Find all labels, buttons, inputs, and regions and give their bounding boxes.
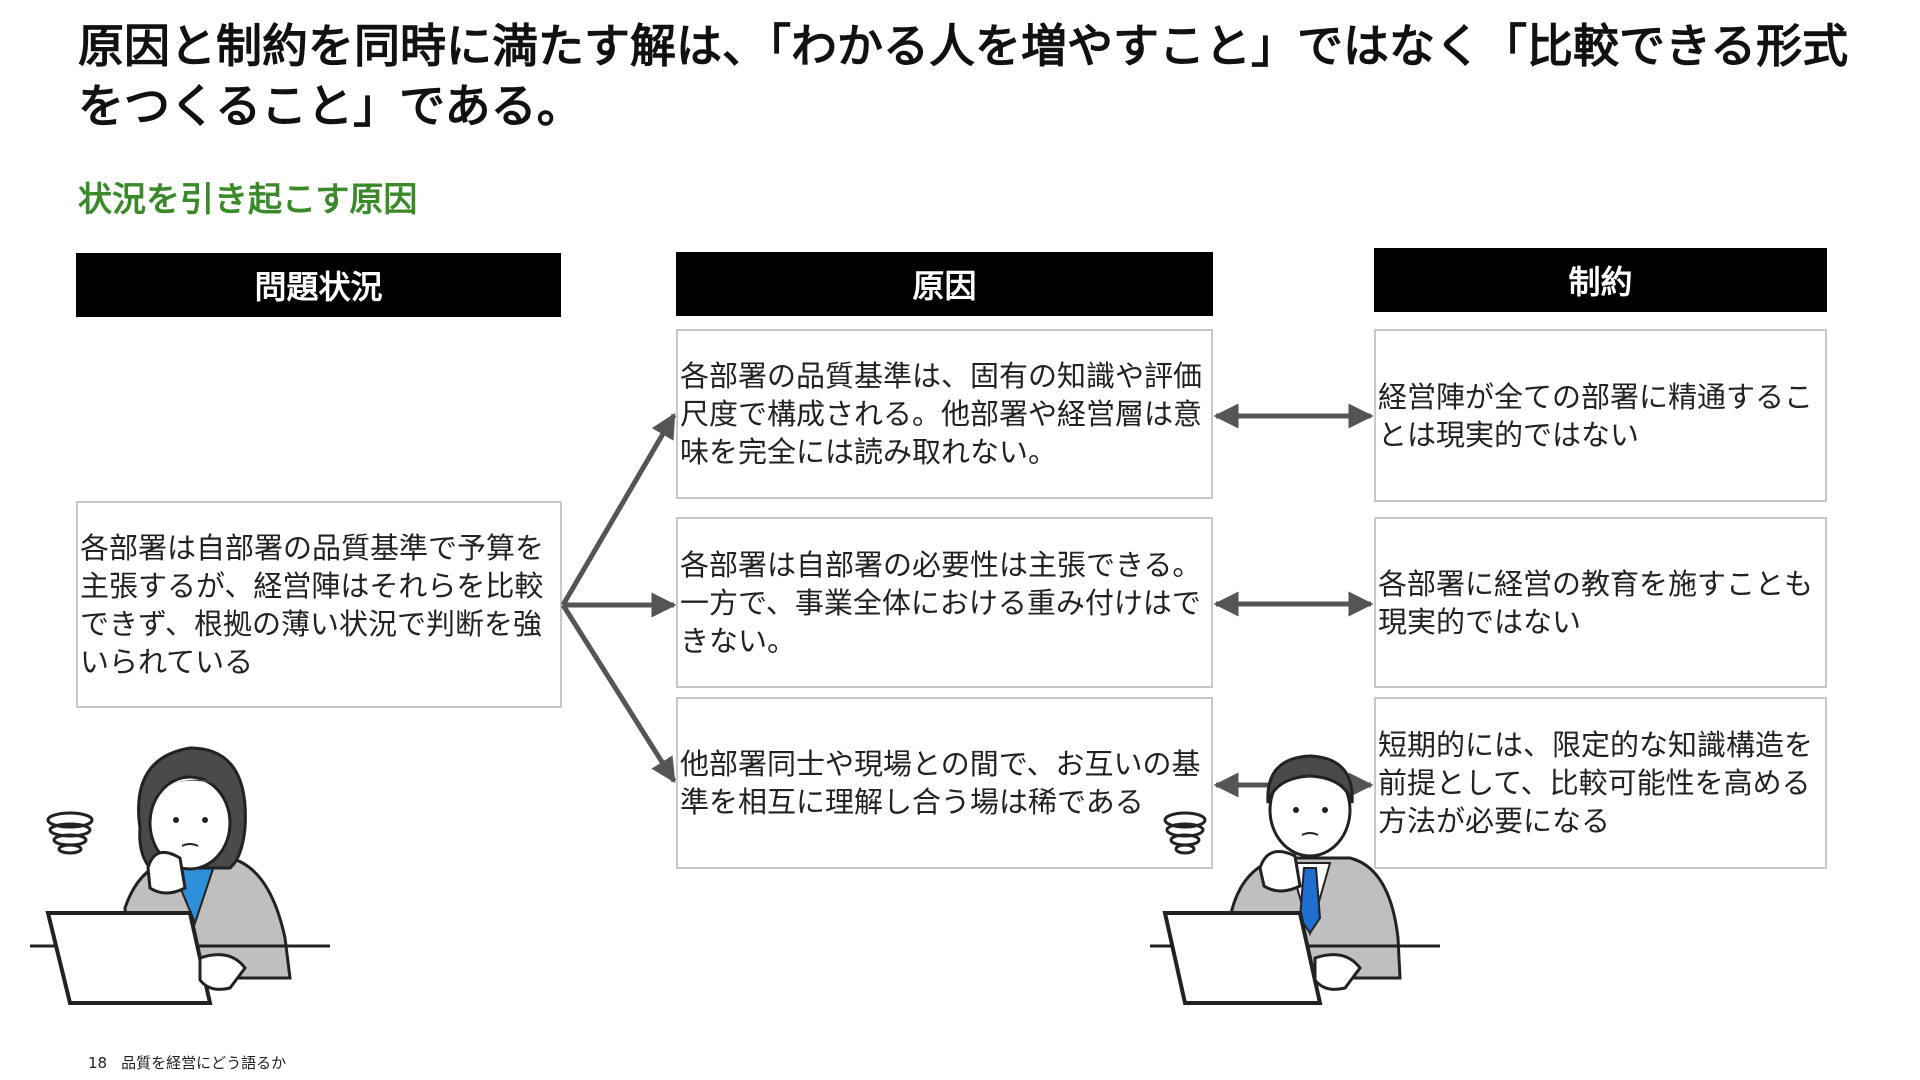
confusion-swirl-icon	[46, 811, 94, 855]
cause-text-2: 各部署は自部署の必要性は主張できる。一方で、事業全体における重み付けはできない。	[680, 547, 1202, 658]
constraint-text-3: 短期的には、限定的な知識構造を前提として、比較可能性を高める方法が必要になる	[1378, 728, 1814, 838]
problem-text: 各部署は自部署の品質基準で予算を主張するが、経営陣はそれらを比較できず、根拠の薄…	[80, 530, 545, 679]
constraint-text-2: 各部署に経営の教育を施すことも現実的ではない	[1378, 566, 1814, 639]
problem-column-header: 問題状況	[76, 253, 561, 317]
arrow-problem-to-cause-3	[560, 603, 677, 784]
cause-box-1: 各部署の品質基準は、固有の知識や評価尺度で構成される。他部署や経営層は意味を完全…	[676, 329, 1213, 499]
man-thinking-illustration	[1150, 754, 1440, 1005]
cause-column-header: 原因	[676, 252, 1213, 316]
constraint-column-header: 制約	[1374, 248, 1827, 312]
constraint-box-2: 各部署に経営の教育を施すことも現実的ではない	[1374, 517, 1827, 688]
constraint-box-1: 経営陣が全ての部署に精通することは現実的ではない	[1374, 329, 1827, 502]
constraint-box-3: 短期的には、限定的な知識構造を前提として、比較可能性を高める方法が必要になる	[1374, 697, 1827, 869]
page-title: 原因と制約を同時に満たす解は、「わかる人を増やすこと」ではなく「比較できる形式を…	[78, 19, 1849, 133]
footer-document-title: 品質を経営にどう語るか	[121, 1054, 287, 1072]
cause-text-3: 他部署同士や現場との間で、お互いの基準を相互に理解し合う場は稀である	[680, 747, 1201, 819]
section-subtitle: 状況を引き起こす原因	[78, 180, 418, 220]
cause-box-2: 各部署は自部署の必要性は主張できる。一方で、事業全体における重み付けはできない。	[676, 517, 1213, 688]
arrow-problem-to-cause-1	[560, 412, 677, 607]
constraint-text-1: 経営陣が全ての部署に精通することは現実的ではない	[1378, 379, 1814, 452]
confusion-swirl-icon	[1163, 811, 1207, 855]
problem-box: 各部署は自部署の品質基準で予算を主張するが、経営陣はそれらを比較できず、根拠の薄…	[76, 501, 562, 708]
cause-box-3: 他部署同士や現場との間で、お互いの基準を相互に理解し合う場は稀である	[676, 697, 1213, 869]
footer: 18 品質を経営にどう語るか	[88, 1052, 286, 1073]
cause-text-1: 各部署の品質基準は、固有の知識や評価尺度で構成される。他部署や経営層は意味を完全…	[680, 359, 1203, 469]
woman-thinking-illustration	[30, 746, 330, 1005]
page-number: 18	[88, 1054, 108, 1072]
